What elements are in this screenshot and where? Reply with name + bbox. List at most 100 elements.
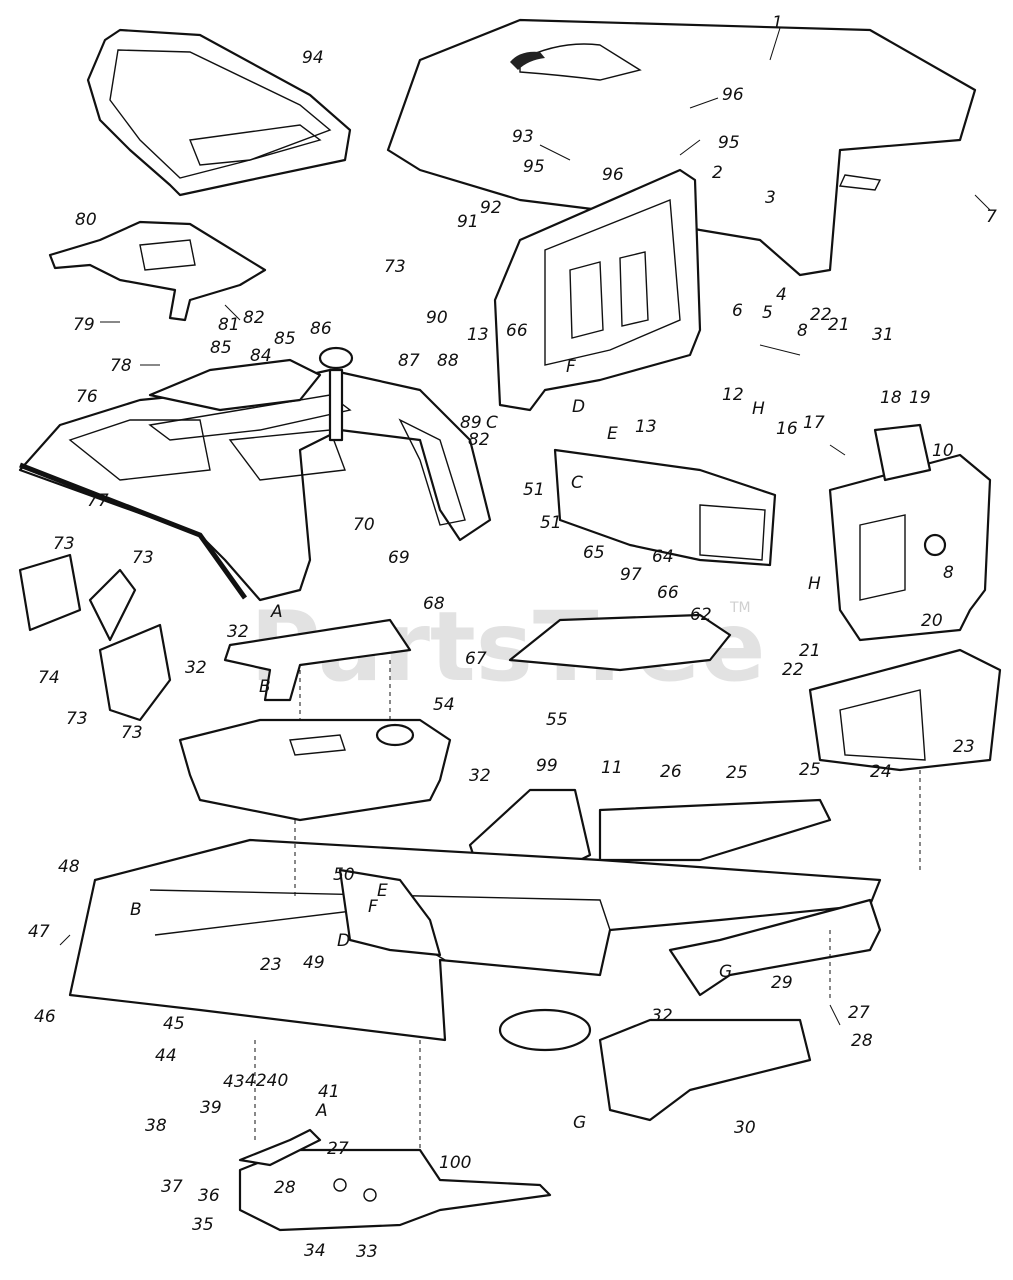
callout: 2 [712, 163, 723, 183]
shift-plate-part [148, 346, 354, 442]
callout: 65 [583, 543, 605, 563]
callout: 49 [303, 953, 325, 973]
callout: 66 [657, 583, 679, 603]
assembly-letter: D [572, 397, 585, 417]
callout: 89 [460, 413, 482, 433]
fuel-tank-part [178, 718, 452, 822]
tank-bracket-part [223, 618, 412, 702]
callout: 77 [87, 491, 109, 511]
callout: 29 [771, 973, 793, 993]
callout: 73 [53, 534, 75, 554]
foot-bracket-part [238, 1128, 322, 1167]
callout: 47 [28, 922, 50, 942]
assembly-letter: E [607, 424, 618, 444]
callout: 64 [652, 547, 674, 567]
callout: 97 [620, 565, 642, 585]
callout: 45 [163, 1014, 185, 1034]
callout: 22 [782, 660, 804, 680]
callout: 99 [536, 756, 558, 776]
callout: 51 [523, 480, 545, 500]
callout: 24 [870, 762, 892, 782]
foot-plate-part [238, 1148, 552, 1232]
callout: 3 [765, 188, 776, 208]
seat-bracket-part [48, 220, 267, 322]
callout: 84 [250, 346, 272, 366]
assembly-letter: B [259, 677, 271, 697]
callout: 44 [155, 1046, 177, 1066]
assembly-letter: A [270, 602, 283, 622]
callout: 12 [722, 385, 744, 405]
callout: 1 [772, 13, 783, 33]
callout: 94 [302, 48, 324, 68]
left-brackets-part [18, 553, 172, 722]
callout: 70 [353, 515, 375, 535]
callout: 17 [803, 413, 825, 433]
frame-part [68, 838, 882, 1042]
callout: 73 [132, 548, 154, 568]
assembly-letter: F [566, 357, 576, 377]
callout: 43 [223, 1072, 245, 1092]
callout: 25 [799, 760, 821, 780]
callout: 21 [828, 315, 850, 335]
callout: 32 [227, 622, 249, 642]
callout: 36 [198, 1186, 220, 1206]
dash-housing-part [828, 453, 992, 642]
battery-tray-part [508, 613, 732, 672]
callout: 13 [467, 325, 489, 345]
callout: 28 [274, 1178, 296, 1198]
callout: 39 [200, 1098, 222, 1118]
assembly-letter: H [752, 399, 765, 419]
callout: 27 [327, 1139, 349, 1159]
callout: 73 [121, 723, 143, 743]
callout: 37 [161, 1177, 183, 1197]
callout: 8 [797, 321, 808, 341]
callout: 62 [690, 605, 712, 625]
callout: 50 [333, 865, 355, 885]
assembly-letter: G [719, 962, 732, 982]
callout: 87 [398, 351, 420, 371]
callout: 96 [602, 165, 624, 185]
callout: 54 [433, 695, 455, 715]
callout: 95 [523, 157, 545, 177]
callout: 81 [218, 315, 240, 335]
callout: 85 [274, 329, 296, 349]
assembly-letter: F [368, 897, 378, 917]
callout: 18 [880, 388, 902, 408]
callout: 48 [58, 857, 80, 877]
callout: 41 [318, 1082, 340, 1102]
callout: 33 [356, 1242, 378, 1262]
callout: 46 [34, 1007, 56, 1027]
assembly-letter: C [571, 473, 583, 493]
assembly-letter: A [315, 1101, 328, 1121]
leader-lines [59, 27, 991, 1026]
callout: 34 [304, 1241, 326, 1261]
watermark-trademark: TM [729, 600, 751, 616]
callout: 16 [776, 419, 798, 439]
callout: 76 [76, 387, 98, 407]
callout: 32 [185, 658, 207, 678]
assembly-guides [254, 660, 921, 1150]
callout: 96 [722, 85, 744, 105]
callout: 95 [718, 133, 740, 153]
callout: 85 [210, 338, 232, 358]
callout: 26 [660, 762, 682, 782]
callout: 5 [762, 303, 773, 323]
callout: 25 [726, 763, 748, 783]
callout: 73 [384, 257, 406, 277]
assembly-letter: C [486, 413, 498, 433]
callout: 7 [986, 207, 997, 227]
callout: 31 [872, 325, 894, 345]
callout: 68 [423, 594, 445, 614]
mounting-bracket-part [553, 448, 777, 567]
callout: 80 [75, 210, 97, 230]
callout: 4240 [245, 1071, 288, 1091]
callout: 22 [810, 305, 832, 325]
callout: 32 [469, 766, 491, 786]
dash-panel-part [493, 168, 702, 412]
fender-part [18, 368, 492, 602]
callout: 13 [635, 417, 657, 437]
callout: 23 [260, 955, 282, 975]
callout: 11 [601, 758, 623, 778]
grille-housing-part [808, 648, 1002, 772]
